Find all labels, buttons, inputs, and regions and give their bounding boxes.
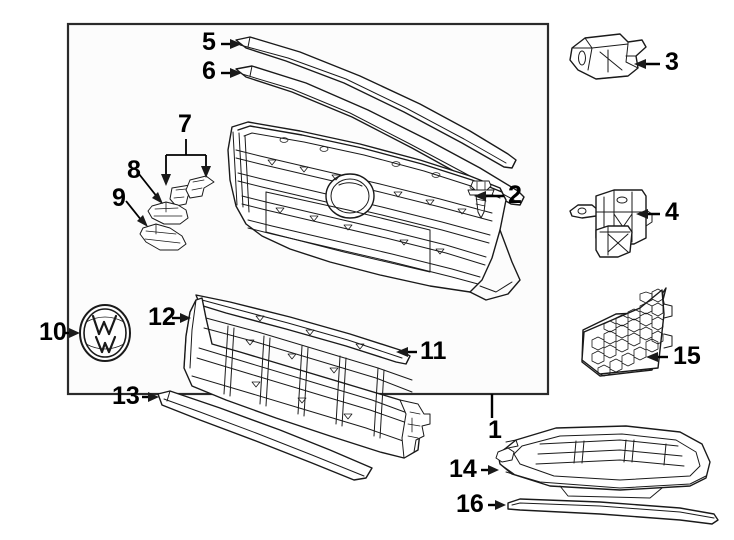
part-lower-grille-trim-end xyxy=(195,294,411,365)
part-main-grille xyxy=(227,121,521,301)
callout-label-12[interactable]: 12 xyxy=(148,303,176,331)
part-side-trim-clip-lower xyxy=(139,223,187,251)
callout-label-10[interactable]: 10 xyxy=(39,318,67,346)
callout-label-4[interactable]: 4 xyxy=(665,198,679,226)
callout-label-7[interactable]: 7 xyxy=(178,110,192,138)
callout-label-9[interactable]: 9 xyxy=(112,184,126,212)
part-fog-lamp-bezel-cover xyxy=(495,425,711,499)
part-upper-trim-molding-strip xyxy=(235,36,517,169)
part-hex-flange-screw xyxy=(467,180,495,219)
callout-label-15[interactable]: 15 xyxy=(673,342,701,370)
callout-label-1[interactable]: 1 xyxy=(488,416,502,444)
callout-label-3[interactable]: 3 xyxy=(665,48,679,76)
part-side-trim-clip-upper xyxy=(147,201,189,225)
part-side-mounting-bracket xyxy=(569,189,653,258)
callout-label-11[interactable]: 11 xyxy=(420,337,447,365)
part-lower-valance-strip xyxy=(507,498,719,525)
callout-label-14[interactable]: 14 xyxy=(449,455,477,483)
callout-label-2[interactable]: 2 xyxy=(508,181,522,209)
part-vw-emblem-badge xyxy=(79,304,131,362)
part-upper-mounting-bracket xyxy=(569,33,647,80)
callout-label-6[interactable]: 6 xyxy=(202,57,216,85)
callout-label-8[interactable]: 8 xyxy=(127,156,141,184)
part-lower-grille-panel xyxy=(183,297,431,459)
part-honeycomb-mesh-insert xyxy=(581,287,673,377)
callout-label-5[interactable]: 5 xyxy=(202,28,216,56)
part-lower-trim-molding-strip xyxy=(157,390,373,481)
callout-label-13[interactable]: 13 xyxy=(112,382,140,410)
leader-lines xyxy=(64,39,668,510)
part-retainer-clip-pair xyxy=(169,175,215,207)
callout-label-16[interactable]: 16 xyxy=(456,490,484,518)
